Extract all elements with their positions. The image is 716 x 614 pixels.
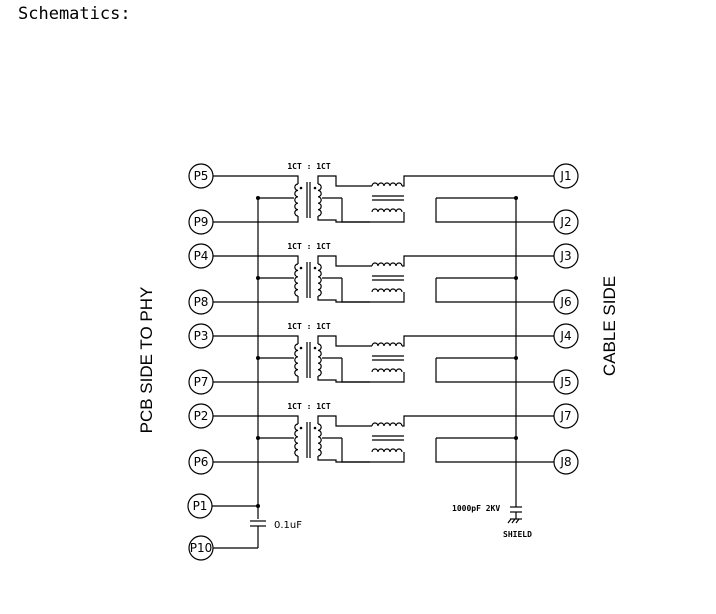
pin-p10-label: P10 [190,541,213,555]
primary-top-wire [213,415,299,424]
cable-top-wire [402,255,554,267]
secondary-top-wire [317,335,372,347]
turns-ratio-label: 1CT : 1CT [287,322,331,331]
cable-bottom-wire [435,278,554,303]
cable-top-wire [402,175,554,187]
polarity-dot [299,266,303,270]
choke-coil-bottom [371,208,403,213]
pin-label: J7 [559,409,571,423]
secondary-coil [317,343,322,377]
pin-label: P6 [194,455,209,469]
turns-ratio-label: 1CT : 1CT [287,162,331,171]
choke-return-wire [341,198,370,223]
pin-label: P8 [194,295,209,309]
ground-hatch-2 [511,518,516,524]
polarity-dot [313,426,317,430]
pin-label: J6 [559,295,571,309]
primary-bottom-wire [213,456,299,463]
primary-bottom-wire [213,296,299,303]
polarity-dot [313,186,317,190]
pin-label: P5 [194,169,209,183]
pin-p1-label: P1 [193,499,208,513]
secondary-bottom-wire [317,212,405,223]
primary-coil [294,263,299,297]
secondary-bottom-wire [317,372,405,383]
cable-top-wire [402,335,554,347]
shield-junction [514,276,518,280]
shield-cap-label: 1000pF 2KV [452,504,500,513]
pin-label: P4 [194,249,209,263]
ct-junction [256,276,260,280]
polarity-dot [313,346,317,350]
cable-top-wire [402,415,554,427]
polarity-dot [299,426,303,430]
pin-label: P7 [194,375,209,389]
shield-label: SHIELD [503,530,532,539]
primary-top-wire [213,335,299,344]
shield-junction [514,196,518,200]
ground-hatch-1 [507,518,512,524]
choke-coil-bottom [371,368,403,373]
cable-bottom-wire [435,198,554,223]
pcb-cap-label: 0.1uF [274,520,302,531]
pin-label: J1 [559,169,571,183]
pin-label: J4 [559,329,571,343]
secondary-bottom-wire [317,292,405,303]
polarity-dot [313,266,317,270]
primary-bottom-wire [213,216,299,223]
p1-junction [256,504,260,508]
polarity-dot [299,186,303,190]
choke-coil-top [371,342,403,347]
pcb-side-label: PCB SIDE TO PHY [137,287,156,434]
polarity-dot [299,346,303,350]
primary-top-wire [213,255,299,264]
secondary-top-wire [317,255,372,267]
pin-label: J5 [559,375,571,389]
secondary-coil [317,423,322,457]
choke-return-wire [341,278,370,303]
shield-junction [514,356,518,360]
pin-label: P2 [194,409,209,423]
pin-label: P3 [194,329,209,343]
pin-label: P9 [194,215,209,229]
choke-coil-bottom [371,288,403,293]
ground-hatch-3 [515,518,520,524]
secondary-top-wire [317,175,372,187]
ct-junction [256,436,260,440]
secondary-bottom-wire [317,452,405,463]
secondary-coil [317,183,322,217]
cable-side-label: CABLE SIDE [600,276,619,376]
primary-top-wire [213,175,299,184]
pin-label: J2 [559,215,571,229]
choke-coil-top [371,422,403,427]
cable-bottom-wire [435,438,554,463]
ct-junction [256,196,260,200]
choke-return-wire [341,358,370,383]
turns-ratio-label: 1CT : 1CT [287,402,331,411]
pin-label: J8 [559,455,571,469]
choke-coil-top [371,182,403,187]
primary-coil [294,423,299,457]
primary-bottom-wire [213,376,299,383]
cable-bottom-wire [435,358,554,383]
pin-label: J3 [559,249,571,263]
primary-coil [294,343,299,377]
choke-coil-top [371,262,403,267]
shield-junction [514,436,518,440]
ct-junction [256,356,260,360]
choke-return-wire [341,438,370,463]
turns-ratio-label: 1CT : 1CT [287,242,331,251]
secondary-coil [317,263,322,297]
choke-coil-bottom [371,448,403,453]
secondary-top-wire [317,415,372,427]
page-heading: Schematics: [18,4,131,24]
primary-coil [294,183,299,217]
